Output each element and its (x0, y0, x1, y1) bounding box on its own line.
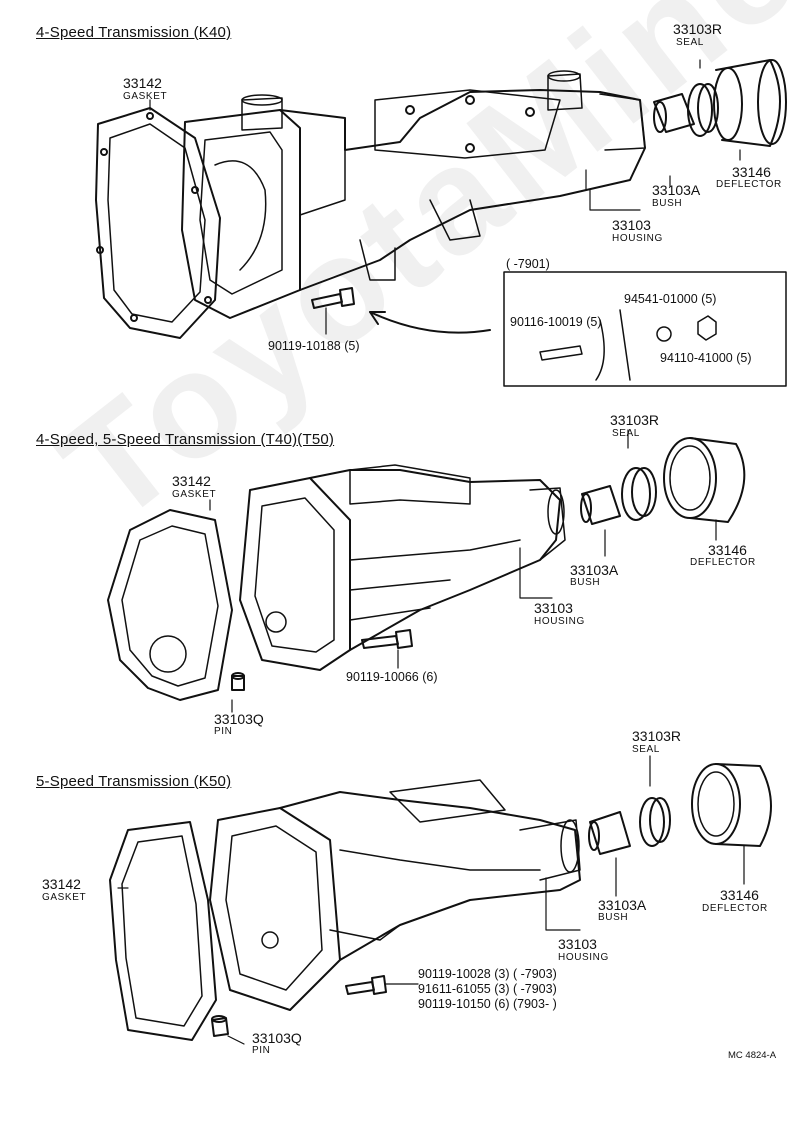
k40-gasket (95, 107, 221, 339)
figure-code: MC 4824-A (728, 1050, 777, 1061)
k40-housing (181, 70, 646, 319)
t40-bolt-part-number: 90119-10066 (6) (346, 670, 438, 684)
k40-seal-number: 33103R (673, 21, 723, 37)
k50-section-title: 5-Speed Transmission (K50) (36, 773, 232, 790)
k40-inset-box (503, 271, 787, 387)
k40-bolt-part-number: 90119-10188 (5) (268, 339, 360, 353)
k40-housing-label: HOUSING (612, 233, 663, 244)
k50-bush-number: 33103A (598, 897, 647, 913)
k50-bolt-part-number-3: 90119-10150 (6) (7903- ) (418, 997, 557, 1011)
k40-arrow (369, 311, 491, 334)
t40-pin-number: 33103Q (214, 711, 264, 727)
t40-seal-number: 33103R (610, 412, 660, 428)
k40-section-title: 4-Speed Transmission (K40) (36, 24, 232, 41)
t40-pin (231, 672, 245, 691)
t40-bolt (361, 629, 413, 649)
t40-bush-label: BUSH (570, 577, 601, 588)
k50-seal-label: SEAL (632, 744, 660, 755)
t40-deflector-label: DEFLECTOR (690, 557, 756, 568)
k50-gasket-number: 33142 (42, 876, 81, 892)
t40-seal (621, 467, 657, 521)
k50-bush (588, 811, 631, 855)
t40-gasket-label: GASKET (172, 489, 217, 500)
k50-bolt-part-number-1: 90119-10028 (3) ( -7903) (418, 967, 557, 981)
t40-housing-label: HOUSING (534, 616, 585, 627)
k40-bush-number: 33103A (652, 182, 701, 198)
k40-seal-label: SEAL (676, 37, 704, 48)
k40-deflector-number: 33146 (732, 164, 771, 180)
k40-inset-title: ( -7901) (506, 257, 550, 271)
k40-bush-label: BUSH (652, 198, 683, 209)
k50-bolt-part-number-2: 91611-61055 (3) ( -7903) (418, 982, 557, 996)
k50-housing-label: HOUSING (558, 952, 609, 963)
t40-seal-label: SEAL (612, 428, 640, 439)
k50-pin-label: PIN (252, 1045, 271, 1056)
k50-deflector-label: DEFLECTOR (702, 903, 768, 914)
k40-inset-washer: 94541-01000 (5) (624, 292, 717, 306)
t40-housing-number: 33103 (534, 600, 573, 616)
k40-gasket-number: 33142 (123, 75, 162, 91)
t40-gasket-number: 33142 (172, 473, 211, 489)
k40-seal (687, 83, 719, 137)
k50-seal (639, 797, 671, 847)
k50-housing (209, 779, 581, 1011)
t40-gasket (107, 509, 233, 701)
t40-deflector (663, 437, 746, 523)
k40-deflector (713, 59, 787, 147)
t40-deflector-number: 33146 (708, 542, 747, 558)
k50-deflector-number: 33146 (720, 887, 759, 903)
k40-bolt (311, 287, 355, 309)
k50-bolt (345, 975, 387, 995)
k40-housing-number: 33103 (612, 217, 651, 233)
k50-seal-number: 33103R (632, 728, 682, 744)
k50-bush-label: BUSH (598, 912, 629, 923)
k50-gasket-label: GASKET (42, 892, 87, 903)
k50-gasket (109, 821, 217, 1041)
k50-pin (211, 1015, 229, 1037)
t40-bush-number: 33103A (570, 562, 619, 578)
k40-inset-nut: 94110-41000 (5) (660, 351, 752, 365)
k40-deflector-label: DEFLECTOR (716, 179, 782, 190)
k50-housing-number: 33103 (558, 936, 597, 952)
k40-bush (653, 93, 695, 133)
k50-deflector (691, 763, 772, 847)
t40-bush (580, 485, 621, 525)
t40-housing (239, 464, 566, 671)
k40-inset-stud: 90116-10019 (5) (510, 315, 602, 329)
k40-gasket-label: GASKET (123, 91, 168, 102)
t40-section-title: 4-Speed, 5-Speed Transmission (T40)(T50) (36, 431, 335, 448)
k50-pin-number: 33103Q (252, 1030, 302, 1046)
t40-pin-label: PIN (214, 726, 233, 737)
